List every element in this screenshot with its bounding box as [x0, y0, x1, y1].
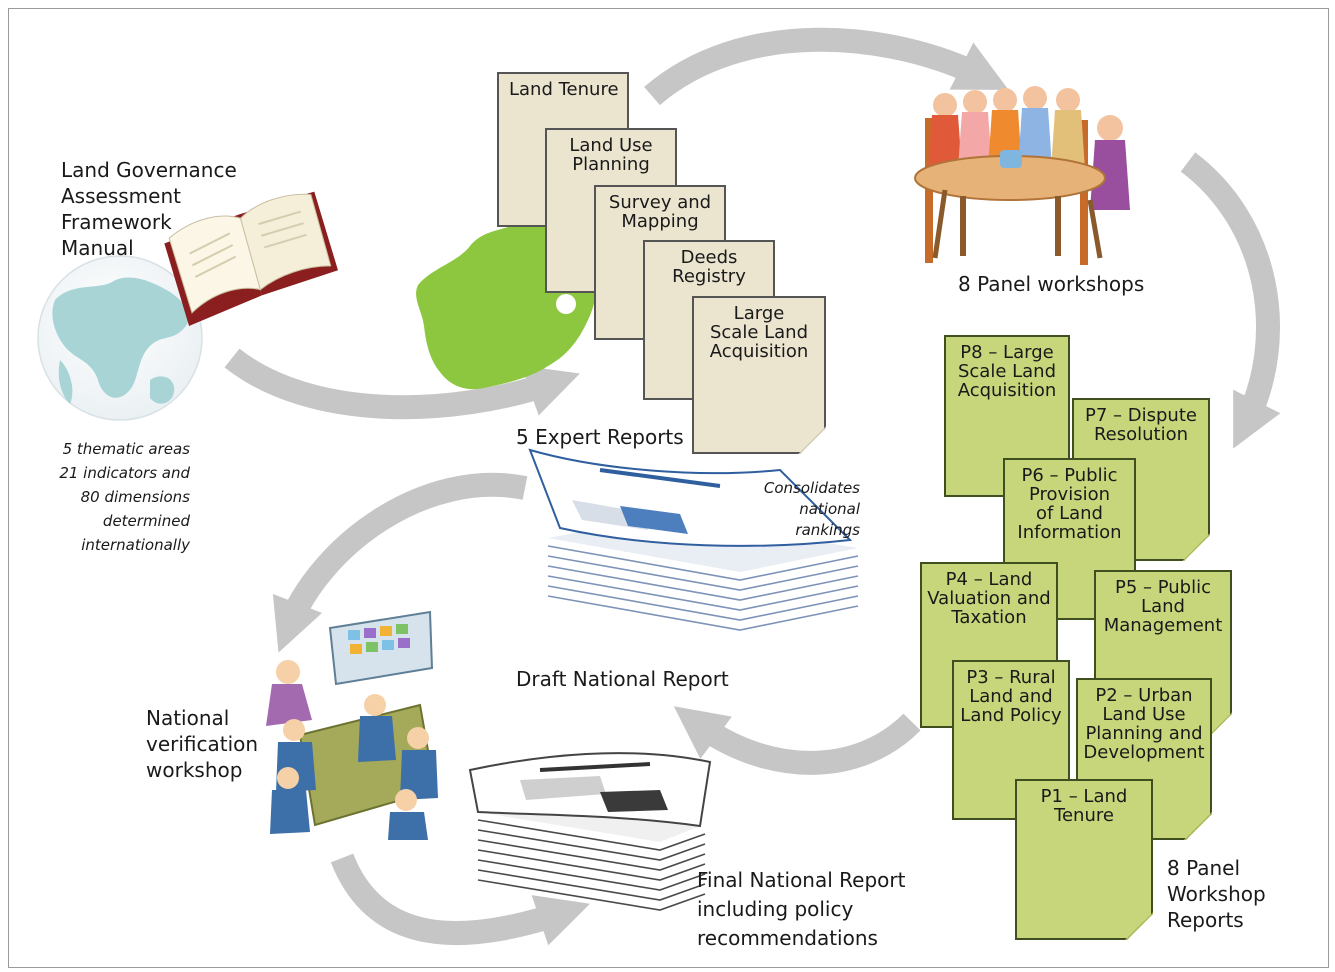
- arrow-draft-to-verification: [272, 472, 528, 653]
- thematic-areas-note: 5 thematic areas 21 indicators and 80 di…: [59, 440, 190, 554]
- panel-workshops-caption: 8 Panel workshops: [958, 272, 1145, 296]
- verification-workshop-caption: National verification workshop: [146, 706, 259, 782]
- arrow-panel-to-reports: [1180, 152, 1281, 449]
- globe-icon: [37, 255, 203, 421]
- draft-national-report-caption: Draft National Report: [516, 667, 729, 691]
- expert-report-large-scale-land-acquisition: Large Scale Land Acquisition: [692, 296, 826, 454]
- panel-report-p1: P1 – Land Tenure: [1015, 779, 1153, 940]
- arrow-verification-to-final: [330, 853, 591, 946]
- panel-workshop-illustration-icon: [914, 86, 1130, 265]
- verification-workshop-illustration-icon: [266, 610, 438, 840]
- final-national-report-caption: Final National Report including policy r…: [697, 868, 906, 950]
- arrow-reports-to-draft: [673, 706, 921, 775]
- open-book-icon: [164, 191, 338, 326]
- panel-workshop-reports-caption: 8 Panel Workshop Reports: [1167, 856, 1266, 932]
- expert-reports-caption: 5 Expert Reports: [516, 425, 684, 449]
- diagram-frame: [8, 8, 1329, 968]
- final-report-stack-icon: [468, 752, 712, 911]
- arrow-manual-to-expert: [224, 348, 580, 420]
- draft-report-stack-icon: [528, 448, 859, 631]
- consolidates-rankings-note: Consolidates national rankings: [763, 479, 860, 539]
- lgaf-manual-title: Land Governance Assessment Framework Man…: [61, 158, 237, 260]
- arrow-expert-to-panel: [644, 27, 1009, 106]
